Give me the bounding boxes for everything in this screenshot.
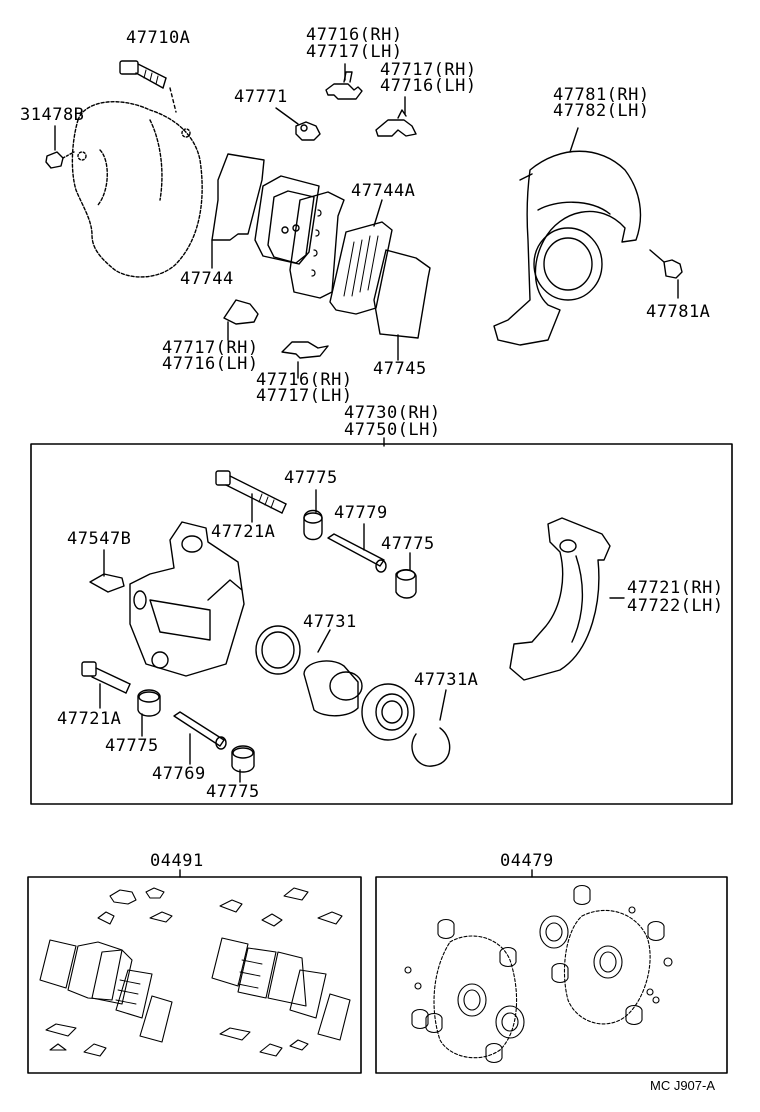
shim-47744A [329,221,393,315]
boot-47731 [361,683,415,741]
label-47717-rh-mid: 47717(RH) [162,338,259,358]
kit-04491-frame [27,876,362,1074]
label-47771: 47771 [234,87,288,107]
clip-47716-top [325,71,363,100]
label-47731A: 47731A [414,670,479,690]
label-47744A: 47744A [351,181,416,201]
bolt-47721A-bottom [81,661,131,694]
label-47721-rh: 47721(RH) [627,578,724,598]
label-47775-a: 47775 [284,468,338,488]
kit-04479-parts [404,884,673,1064]
caliper-body [129,521,245,677]
pad-47744 [254,175,320,265]
label-47721A-b: 47721A [57,709,122,729]
label-47717-lh-top: 47717(LH) [306,42,403,62]
label-47782-lh: 47782(LH) [553,101,650,121]
mounting-47721 [509,517,611,681]
bushing-47775-d [231,745,255,773]
label-47730-rh: 47730(RH) [344,403,441,423]
kit-04491-parts [39,887,351,1057]
clip-47717-top2 [375,109,417,137]
label-47717-lh-low: 47717(LH) [256,386,353,406]
label-47745: 47745 [373,359,427,379]
label-47716-lh-top2: 47716(LH) [380,76,477,96]
label-47722-lh: 47722(LH) [627,596,724,616]
bolt-47710A [119,60,167,89]
seal-ring-47731 [255,625,301,675]
label-47731: 47731 [303,612,357,632]
ring-47731A [411,727,451,767]
caliper-assembly-frame [30,443,733,805]
kit-04479-frame [375,876,728,1074]
label-47781-rh: 47781(RH) [553,85,650,105]
label-47716-lh-mid: 47716(LH) [162,354,259,374]
grommet-31478B [45,151,75,169]
label-47779: 47779 [334,503,388,523]
bolt-47721A-top [215,470,287,514]
bushing-47775-c [137,689,161,717]
steering-knuckle-outline [71,101,203,278]
bleeder-47547B [89,573,125,593]
bushing-47775-b [395,569,417,599]
label-47769: 47769 [152,764,206,784]
shim-47745 [373,249,431,339]
pad-backing-47744 [289,191,345,299]
label-47781A: 47781A [646,302,711,322]
bushing-47775-a [303,509,323,541]
label-04491: 04491 [150,851,204,871]
dust-shield-47781 [493,150,642,346]
clip-47717-mid [223,299,259,325]
label-04479: 04479 [500,851,554,871]
label-47775-d: 47775 [206,782,260,802]
label-47744: 47744 [180,269,234,289]
figure-code: MC J907-A [650,1078,716,1093]
pin-47769 [173,711,227,750]
shim-47744 [211,153,265,241]
label-47547B: 47547B [67,529,132,549]
label-31478B: 31478B [20,105,85,125]
leader-47710A [169,87,177,113]
label-47775-c: 47775 [105,736,159,756]
label-47717-rh-top2: 47717(RH) [380,60,477,80]
label-47721A-a: 47721A [211,522,276,542]
label-47716-rh-low: 47716(RH) [256,370,353,390]
pin-47779 [327,533,387,573]
label-47710A: 47710A [126,28,191,48]
clip-47716-low [281,341,329,359]
label-47775-b: 47775 [381,534,435,554]
piston-47731 [303,660,363,717]
label-47750-lh: 47750(LH) [344,420,441,440]
label-47716-rh-top: 47716(RH) [306,25,403,45]
bolt-47781A [649,249,683,279]
clip-47771 [295,121,321,141]
